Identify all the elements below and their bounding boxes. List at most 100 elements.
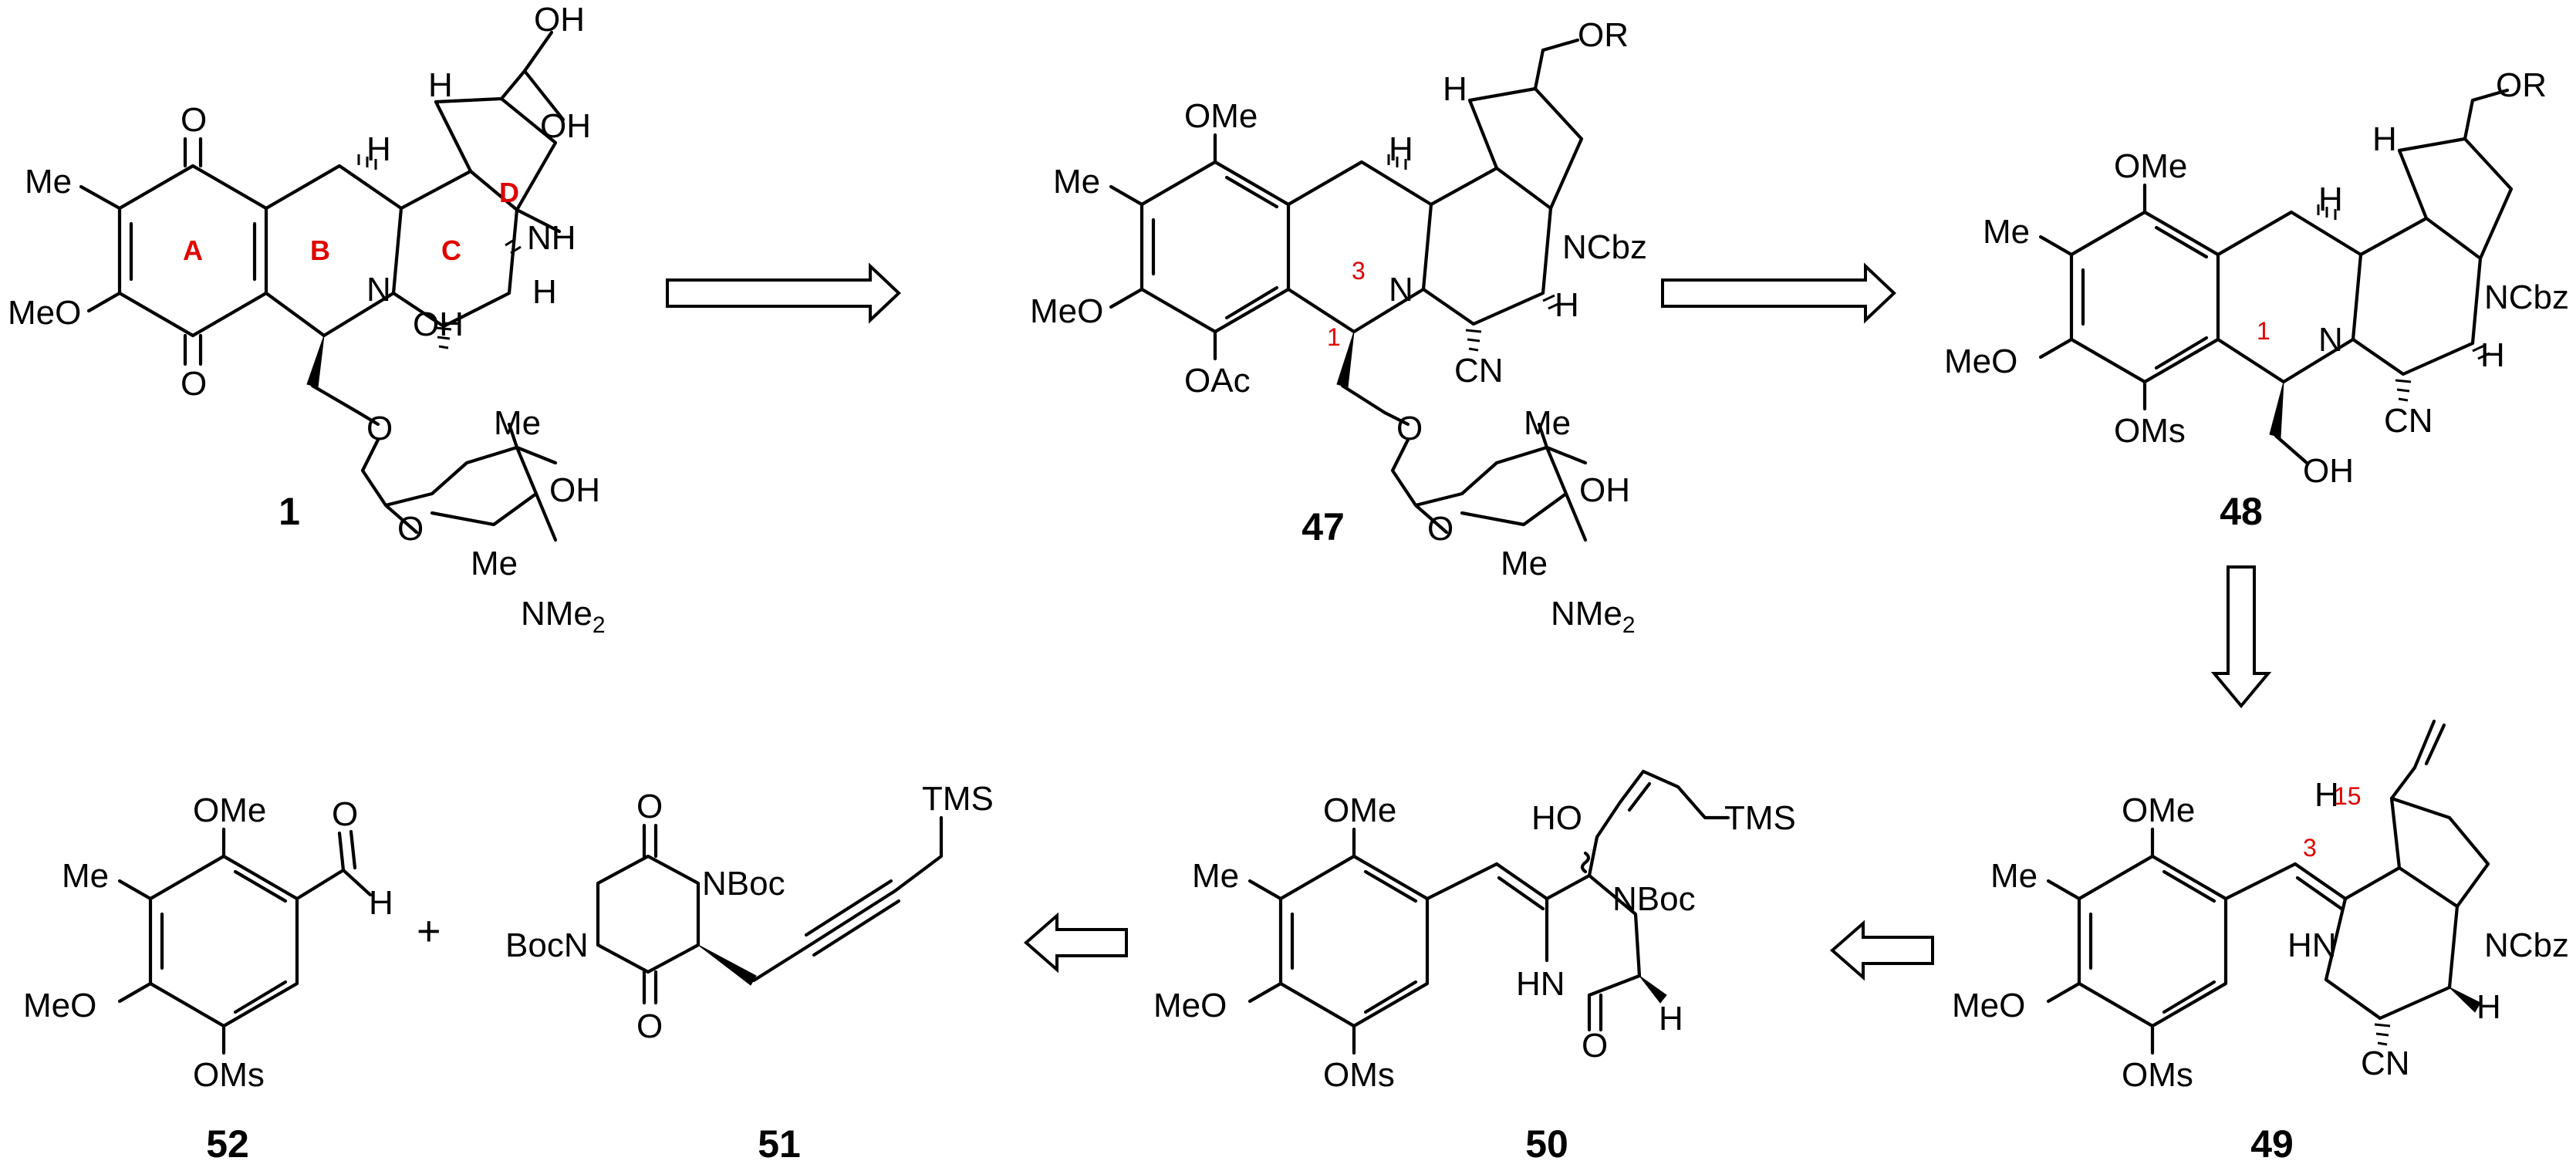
retro-arrow-50-to-51 [1023, 912, 1128, 974]
ring-label-d: D [499, 177, 519, 208]
c1-h-aziridine: H [532, 273, 557, 311]
c1-sugar-me-top: Me [494, 404, 541, 442]
c49-ncbz: NCbz [2484, 926, 2569, 964]
c48-h-aziridine: H [2480, 336, 2505, 374]
c49-h-c15: H [2314, 776, 2339, 814]
c51-oxo-top: O [636, 788, 663, 825]
c47-or: OR [1578, 16, 1629, 54]
c47-acetoxy: OAc [1184, 362, 1251, 400]
plus-sign: + [417, 908, 441, 954]
ring-label-b: B [310, 235, 330, 266]
c50-ome-top: OMe [1323, 791, 1396, 829]
compound-label-50: 50 [1525, 1122, 1568, 1166]
c48-ring-n: N [2318, 321, 2343, 359]
compound-label-48: 48 [2220, 490, 2263, 533]
ring-label-c: C [441, 235, 461, 266]
retro-arrow-47-to-48 [1661, 262, 1896, 324]
compound-49-structure [2046, 719, 2490, 1055]
c52-ome-top: OMe [193, 791, 266, 829]
c1-oxo-bottom: O [181, 365, 207, 403]
c48-methyl: Me [1983, 213, 2030, 251]
c47-sugar-o: O [1427, 510, 1453, 548]
c47-dimethylamino: NMe2 [1551, 595, 1636, 638]
c49-methyl: Me [1990, 857, 2038, 895]
c48-position-1: 1 [2257, 317, 2270, 345]
compound-52-structure [117, 827, 373, 1055]
c49-methoxy: MeO [1952, 987, 2025, 1024]
c1-oxo-top: O [181, 101, 207, 139]
compound-1-structure [79, 30, 566, 542]
c49-ring-hn: HN [2287, 926, 2337, 964]
c47-sugar-me-top: Me [1524, 404, 1571, 442]
c49-ome-top: OMe [2122, 791, 2195, 829]
compound-label-51: 51 [758, 1122, 801, 1166]
c47-nitrile: CN [1454, 352, 1504, 390]
c51-bocn: BocN [505, 926, 589, 964]
c47-sugar-oh: OH [1579, 471, 1630, 509]
c50-mesyloxy: OMs [1323, 1056, 1395, 1094]
compound-label-47: 47 [1302, 505, 1345, 548]
c1-h-bridge: H [428, 66, 453, 104]
c47-h-aziridine: H [1555, 286, 1579, 324]
c1-oh-top: OH [534, 1, 585, 39]
c1-hydroxy-c: OH [413, 305, 464, 343]
c49-mesyloxy: OMs [2122, 1056, 2193, 1094]
c1-dimethylamino: NMe2 [521, 595, 606, 638]
c51-oxo-bottom: O [636, 1007, 663, 1045]
compound-label-49: 49 [2250, 1122, 2294, 1166]
c52-methyl: Me [62, 857, 109, 895]
c1-sugar-o: O [397, 510, 424, 548]
c47-h-alpha: H [1389, 130, 1413, 168]
c1-oh-side: OH [540, 107, 591, 145]
c47-position-1: 1 [1327, 323, 1341, 351]
c50-h: H [1659, 1000, 1683, 1038]
c1-methyl: Me [25, 163, 72, 201]
c1-h-alpha: H [366, 130, 391, 168]
c49-position-3: 3 [2303, 834, 2317, 862]
retro-arrow-48-to-49 [2210, 565, 2272, 709]
c47-ether-o: O [1396, 410, 1423, 447]
c47-ome-top: OMe [1184, 97, 1258, 135]
c48-h-alpha: H [2318, 181, 2343, 218]
compound-50-structure [1247, 769, 1730, 1055]
c48-hydroxy: OH [2303, 452, 2354, 490]
c47-ring-n: N [1389, 271, 1413, 309]
c48-nitrile: CN [2384, 402, 2433, 440]
c47-ncbz: NCbz [1562, 228, 1647, 266]
c48-or: OR [2496, 66, 2547, 104]
c51-nboc: NBoc [702, 865, 785, 903]
c48-mesyloxy: OMs [2114, 412, 2186, 450]
c1-aziridine-nh: NH [527, 219, 576, 257]
c52-methoxy: MeO [23, 987, 96, 1024]
c1-sugar-me-bottom: Me [471, 545, 518, 582]
c52-mesyloxy: OMs [193, 1056, 265, 1094]
c47-methyl: Me [1053, 163, 1100, 201]
c1-methoxy: MeO [8, 294, 81, 332]
c49-h-aziridine: H [2476, 988, 2501, 1026]
c50-hydroxy: HO [1531, 799, 1582, 837]
compound-47-structure [1109, 38, 1588, 542]
retro-arrow-1-to-47 [666, 262, 901, 324]
c52-aldehyde-o: O [332, 795, 358, 833]
c47-methoxy: MeO [1030, 292, 1103, 330]
compound-label-1: 1 [279, 490, 300, 533]
c1-ether-o: O [366, 410, 393, 447]
c49-nitrile: CN [2361, 1044, 2410, 1082]
c48-h-bridge: H [2372, 120, 2397, 158]
c47-sugar-me-bottom: Me [1501, 545, 1548, 582]
compound-51-structure [596, 815, 944, 1005]
retro-arrow-49-to-50 [1829, 920, 1934, 981]
c48-ncbz: NCbz [2484, 278, 2569, 316]
c1-sugar-oh: OH [549, 471, 600, 509]
c50-methyl: Me [1192, 857, 1239, 895]
c50-tms: TMS [1724, 799, 1796, 837]
c51-tms: TMS [922, 780, 994, 818]
c1-ring-n: N [366, 271, 391, 309]
c50-nboc: NBoc [1612, 880, 1696, 918]
c47-h-bridge: H [1443, 70, 1467, 108]
compound-48-structure [2038, 88, 2514, 465]
compound-label-52: 52 [206, 1122, 249, 1166]
c48-ome-top: OMe [2114, 147, 2187, 185]
c48-methoxy: MeO [1944, 343, 2017, 380]
c49-position-15: 15 [2334, 782, 2362, 810]
